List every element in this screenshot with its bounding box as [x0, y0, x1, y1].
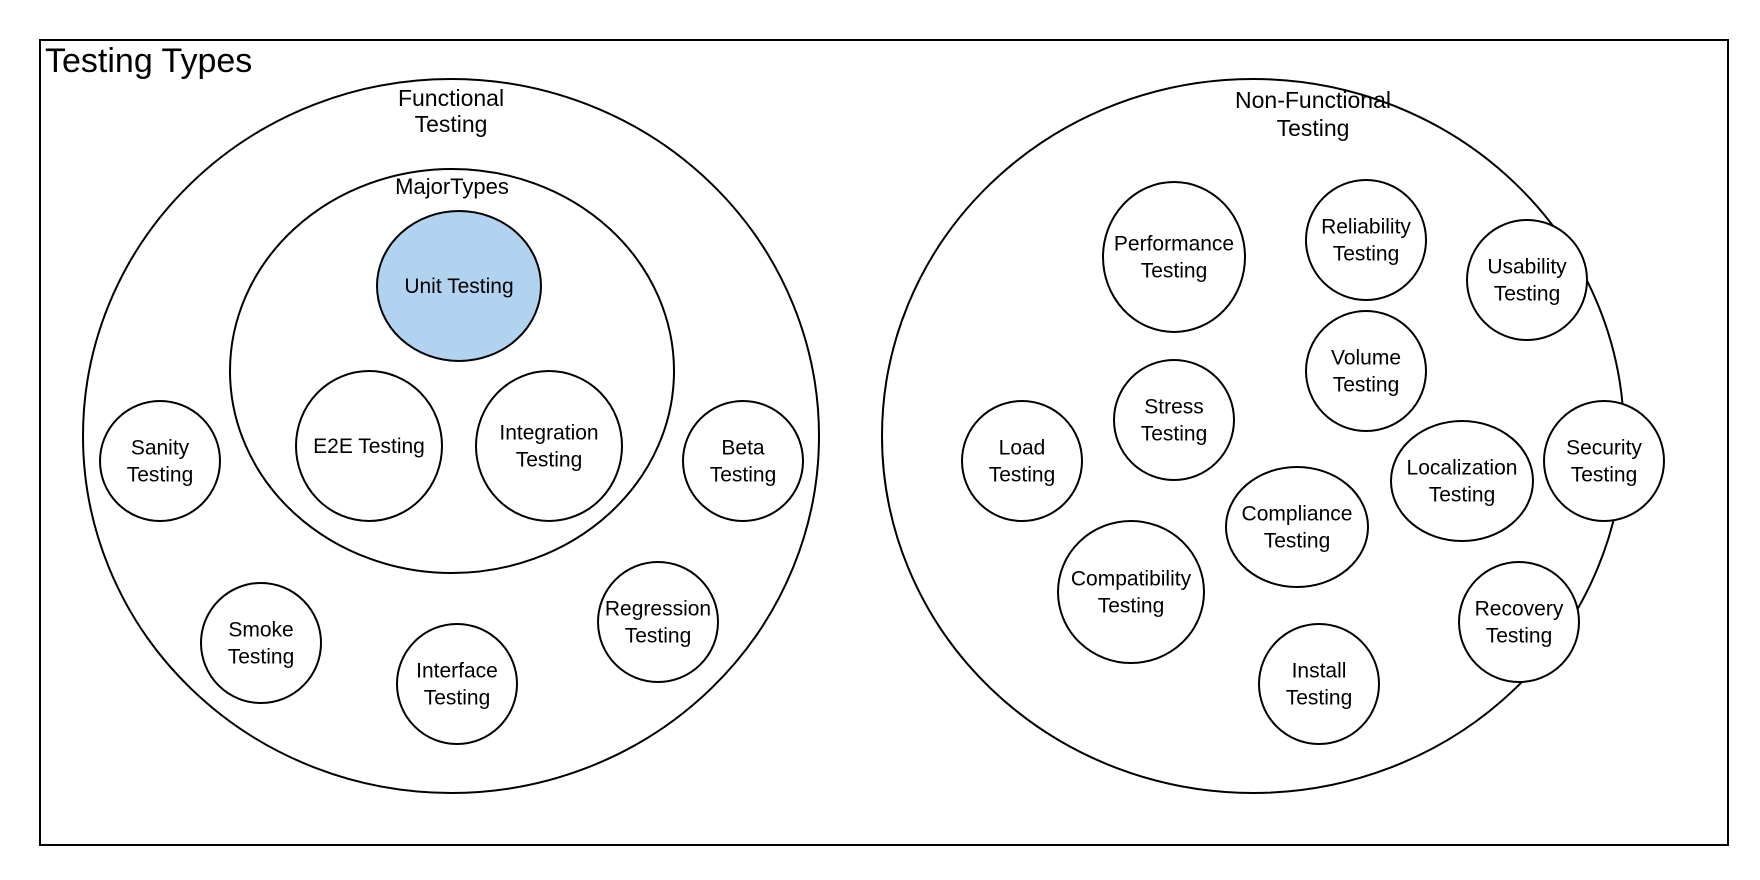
- unit-testing-node: [376, 210, 542, 362]
- e2e-testing-label: E2E Testing: [313, 435, 425, 458]
- major-types-label: MajorTypes: [395, 174, 509, 199]
- e2e-testing-node: [295, 370, 443, 522]
- security-testing-node: [1543, 400, 1665, 522]
- unit-testing-label: Unit Testing: [404, 275, 513, 298]
- diagram-title: Testing Types: [45, 42, 252, 80]
- install-testing-node: [1258, 623, 1380, 745]
- localization-testing-node: [1390, 420, 1534, 542]
- regression-testing-node: [597, 561, 719, 683]
- beta-testing-node: [682, 400, 804, 522]
- compliance-testing-node: [1225, 466, 1369, 588]
- performance-testing-node: [1102, 181, 1246, 333]
- recovery-testing-node: [1458, 561, 1580, 683]
- compatibility-testing-node: [1057, 520, 1205, 664]
- sanity-testing-node: [99, 400, 221, 522]
- reliability-testing-node: [1305, 179, 1427, 301]
- integration-testing-node: [475, 370, 623, 522]
- usability-testing-node: [1466, 219, 1588, 341]
- smoke-testing-node: [200, 582, 322, 704]
- interface-testing-node: [396, 623, 518, 745]
- stress-testing-node: [1113, 359, 1235, 481]
- volume-testing-node: [1305, 310, 1427, 432]
- load-testing-node: [961, 400, 1083, 522]
